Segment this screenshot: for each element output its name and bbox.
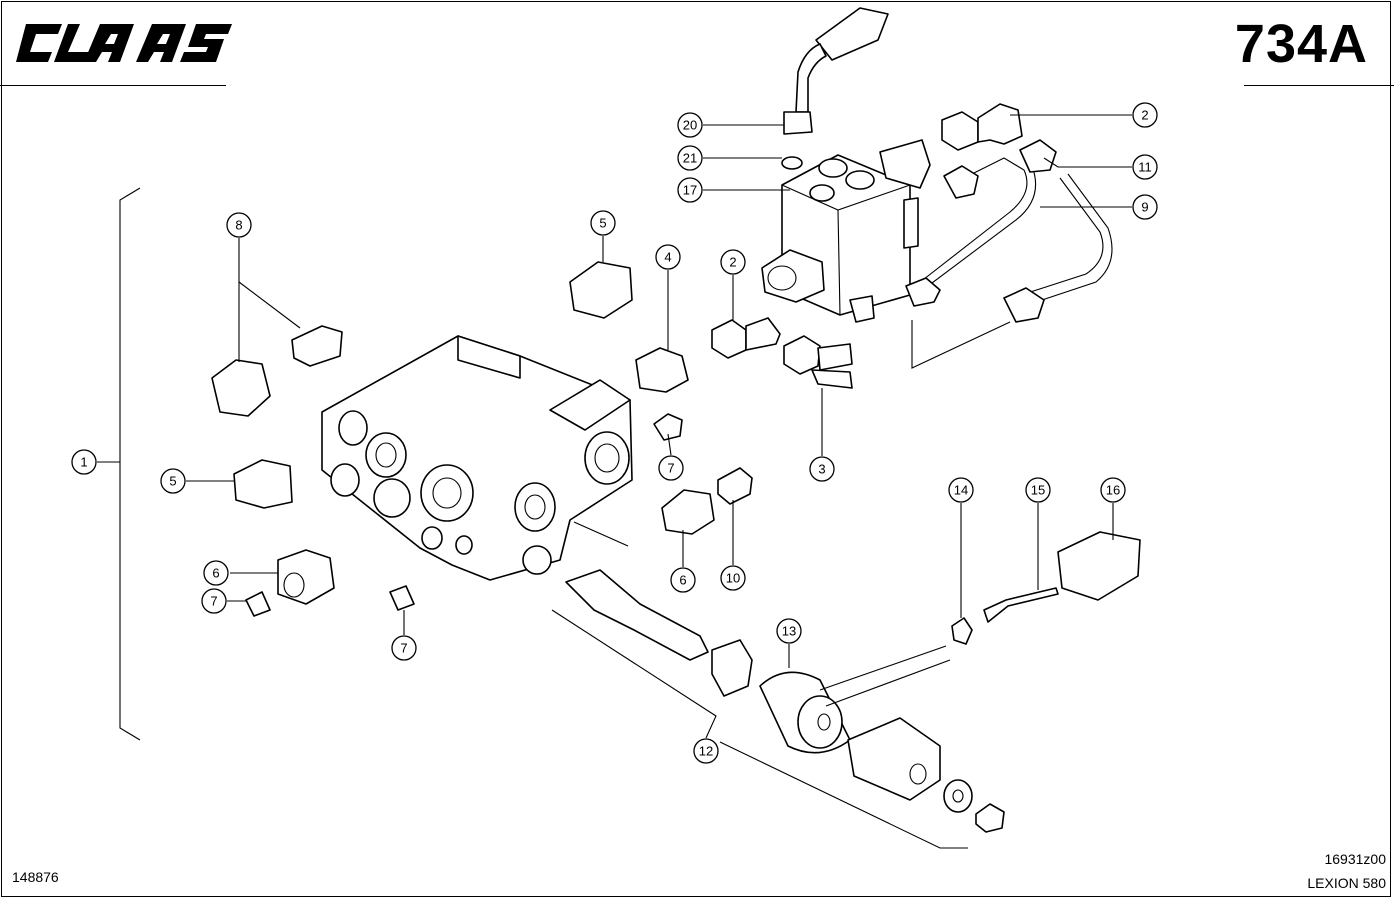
svg-text:7: 7 <box>210 594 217 609</box>
callout-11: 11 <box>1132 154 1158 180</box>
svg-text:2: 2 <box>1141 108 1148 123</box>
spool-washer <box>711 639 753 697</box>
drawing-reference-left: 148876 <box>12 869 59 885</box>
male-connector-lower <box>233 459 293 509</box>
callout-3: 3 <box>809 456 835 482</box>
pipe-9 <box>909 157 1028 291</box>
pipe-nut-b <box>1003 287 1045 323</box>
callout-12: 12 <box>693 738 719 764</box>
svg-text:15: 15 <box>1031 483 1045 498</box>
callout-14: 14 <box>948 477 974 503</box>
svg-text:6: 6 <box>212 566 219 581</box>
callout-1: 1 <box>71 449 97 475</box>
pilot-valve-block <box>761 139 931 323</box>
o-ring <box>781 156 803 170</box>
svg-text:9: 9 <box>1141 200 1148 215</box>
callout-20: 20 <box>677 112 703 138</box>
svg-text:16: 16 <box>1106 483 1120 498</box>
page-code: 734A <box>1234 14 1368 74</box>
callout-10: 10 <box>720 565 746 591</box>
restrictor <box>291 325 343 367</box>
drawing-reference-right: 16931z00 <box>1324 851 1386 867</box>
svg-text:12: 12 <box>699 744 713 759</box>
callout-7a: 7 <box>201 588 227 614</box>
svg-text:21: 21 <box>683 151 697 166</box>
pipe-nut-a <box>905 277 941 307</box>
pipe-11 <box>1017 177 1104 297</box>
tee-fitting <box>783 335 853 389</box>
terminal-pin <box>983 587 1059 623</box>
assembly-bracket <box>119 187 141 741</box>
svg-text:11: 11 <box>1138 160 1152 175</box>
svg-text:6: 6 <box>679 573 686 588</box>
svg-text:13: 13 <box>782 624 796 639</box>
callout-6a: 6 <box>203 560 229 586</box>
callout-21: 21 <box>677 145 703 171</box>
svg-text:4: 4 <box>664 250 671 265</box>
svg-text:2: 2 <box>729 255 736 270</box>
svg-text:8: 8 <box>235 218 242 233</box>
callout-7b: 7 <box>658 455 684 481</box>
svg-text:17: 17 <box>683 183 697 198</box>
callout-2b: 2 <box>720 249 746 275</box>
valve-spool <box>565 569 709 661</box>
svg-text:14: 14 <box>954 483 968 498</box>
elbow-fitting-lower <box>711 317 781 359</box>
adapter-fitting <box>635 347 689 393</box>
callout-7c: 7 <box>391 635 417 661</box>
callout-16: 16 <box>1100 477 1126 503</box>
model-name: LEXION 580 <box>1307 875 1386 891</box>
plug-right <box>661 489 715 535</box>
hand-lever <box>783 7 889 135</box>
callout-8: 8 <box>226 212 252 238</box>
callout-2a: 2 <box>1132 102 1158 128</box>
male-connector-upper <box>569 261 633 319</box>
wire-seal <box>951 617 973 645</box>
svg-text:5: 5 <box>599 216 606 231</box>
callout-13: 13 <box>776 618 802 644</box>
pipe-nut-11 <box>1019 139 1057 173</box>
header-rule-right <box>1244 85 1394 86</box>
header-rule-left <box>0 85 226 86</box>
leader-lines <box>186 114 1132 849</box>
small-plug-c <box>389 585 415 611</box>
callout-17: 17 <box>677 177 703 203</box>
callout-15: 15 <box>1025 477 1051 503</box>
svg-text:20: 20 <box>683 118 697 133</box>
svg-text:7: 7 <box>667 461 674 476</box>
svg-text:10: 10 <box>726 571 740 586</box>
callout-5a: 5 <box>590 210 616 236</box>
coil-washer <box>943 779 973 813</box>
coil-nut <box>975 803 1005 833</box>
svg-text:1: 1 <box>80 455 87 470</box>
callout-6b: 6 <box>670 567 696 593</box>
small-plug-a <box>653 413 683 441</box>
plug-lower-left <box>277 549 335 605</box>
callout-4: 4 <box>655 244 681 270</box>
elbow-fitting-upper <box>941 103 1023 151</box>
nipple-fitting <box>717 467 753 505</box>
hex-plug <box>211 359 271 417</box>
svg-text:3: 3 <box>818 462 825 477</box>
connector-housing <box>1057 531 1141 601</box>
claas-logo <box>16 24 232 62</box>
callout-9: 9 <box>1132 194 1158 220</box>
callout-5b: 5 <box>160 468 186 494</box>
svg-text:7: 7 <box>400 641 407 656</box>
pipe-nut-9 <box>943 165 979 199</box>
svg-text:5: 5 <box>169 474 176 489</box>
valve-body <box>321 335 633 581</box>
solenoid-coil <box>759 645 951 801</box>
small-plug-b <box>245 591 271 617</box>
